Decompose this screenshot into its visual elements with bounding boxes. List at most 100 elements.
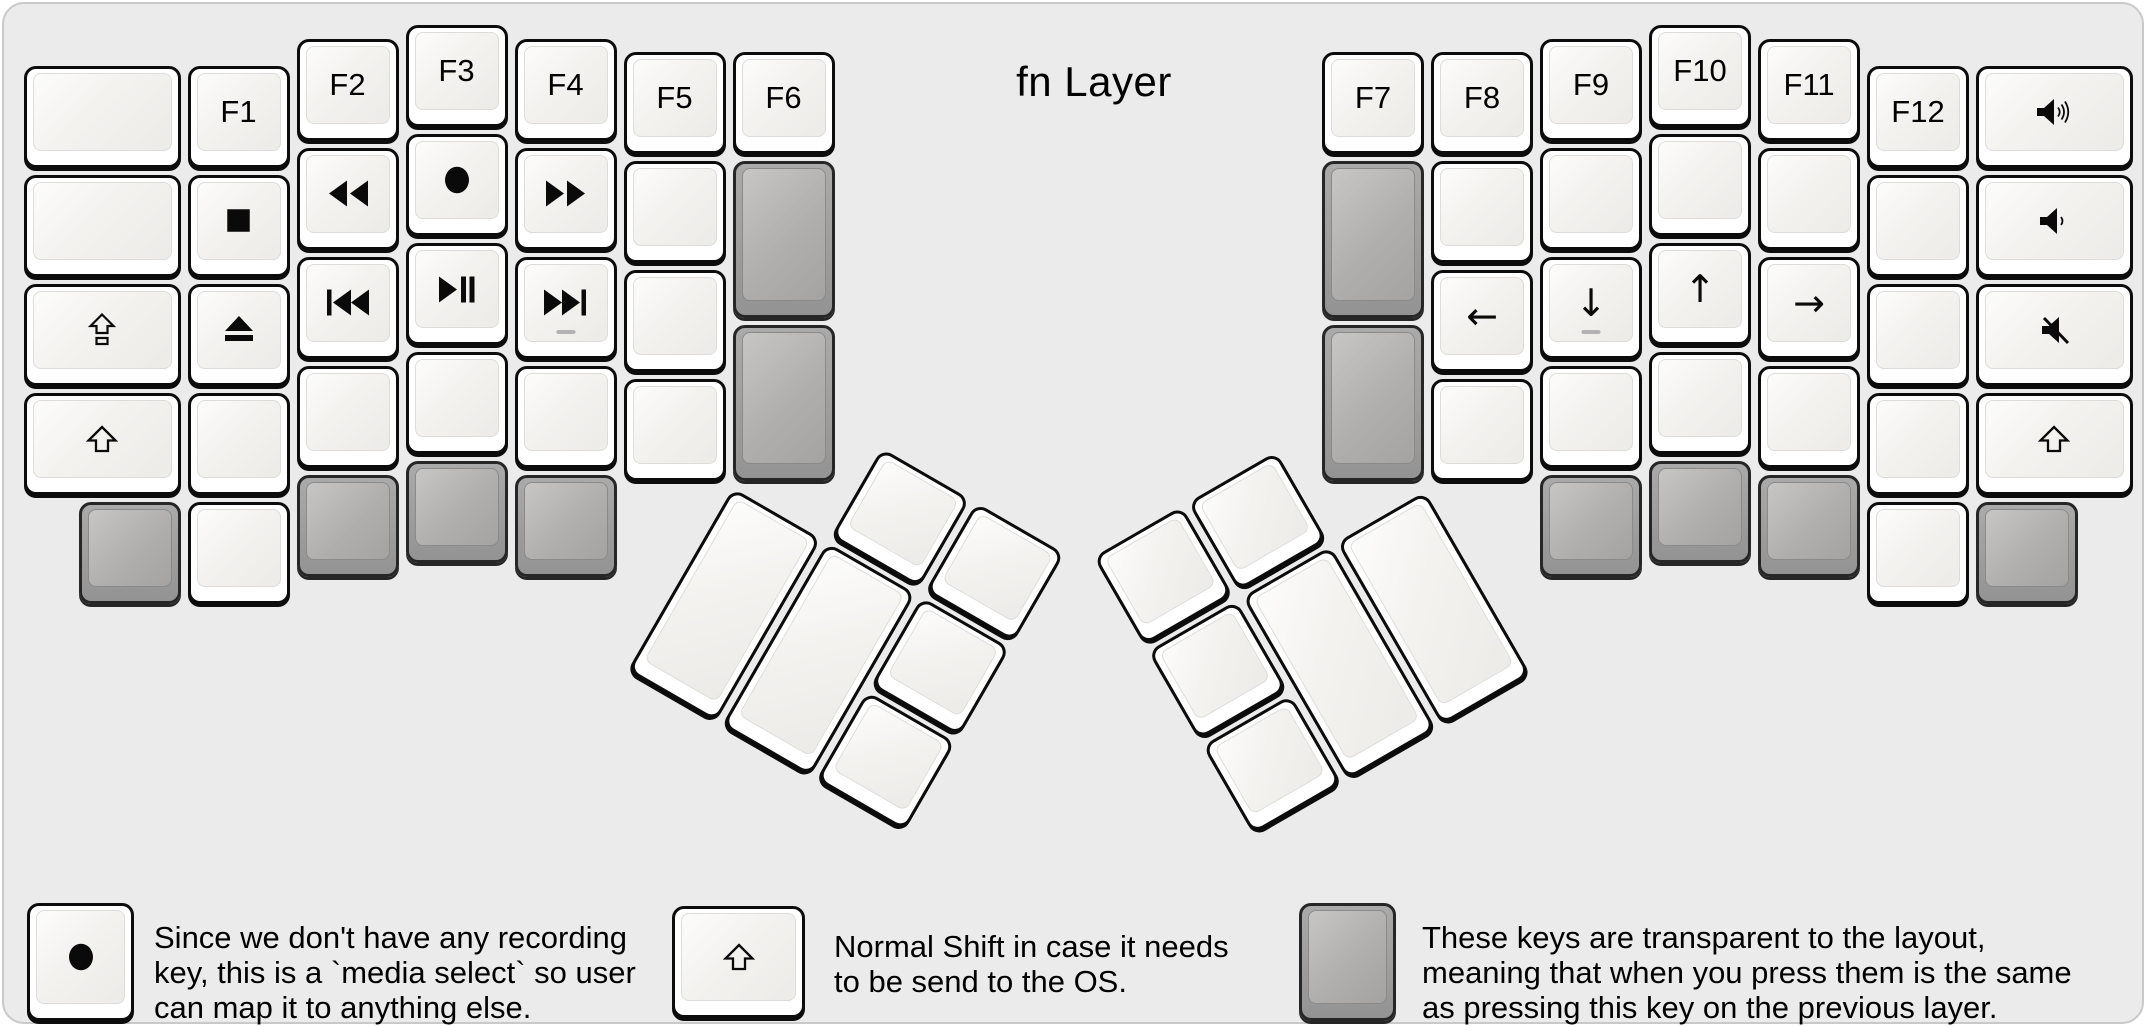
key-f3[interactable]: F3	[405, 25, 508, 127]
key-transparent[interactable]	[514, 474, 617, 577]
arrow-right-icon: →	[1793, 280, 1825, 325]
keycap-surface	[196, 508, 281, 587]
key-label: F10	[1673, 53, 1727, 88]
key-blank[interactable]	[623, 379, 726, 482]
key-media-stop[interactable]	[187, 174, 290, 277]
key-blank[interactable]	[24, 174, 181, 277]
key-f9[interactable]: F9	[1540, 38, 1642, 141]
key-blank[interactable]	[405, 352, 508, 454]
key-blank[interactable]	[1540, 365, 1642, 468]
key-transparent[interactable]	[405, 461, 508, 563]
key-blank[interactable]	[1867, 174, 1969, 277]
key-blank[interactable]	[1758, 147, 1860, 250]
key-blank[interactable]	[296, 365, 399, 468]
keycap-surface: F9	[1549, 45, 1633, 124]
key-blank[interactable]	[1649, 134, 1751, 236]
key-previous-track[interactable]	[296, 256, 399, 359]
keycap-surface: ↑	[1658, 250, 1742, 328]
keycap-surface	[832, 702, 944, 812]
key-next-track[interactable]	[514, 256, 617, 359]
key-f1[interactable]: F1	[187, 65, 290, 168]
key-f11[interactable]: F11	[1758, 38, 1860, 141]
key-blank[interactable]	[1649, 352, 1751, 454]
key-arrow-down[interactable]: ↓	[1540, 256, 1642, 359]
key-label: F9	[1572, 66, 1610, 102]
ff-icon	[545, 180, 587, 207]
key-eject[interactable]	[187, 283, 290, 386]
keycap-surface: F10	[1658, 32, 1742, 110]
key-f12[interactable]: F12	[1867, 65, 1969, 168]
key-volume-down[interactable]	[1976, 174, 2133, 277]
key-f6[interactable]: F6	[732, 52, 835, 155]
key-blank[interactable]	[514, 365, 617, 468]
keycap-surface	[1104, 516, 1217, 627]
keycap-surface	[1658, 141, 1742, 219]
key-shift[interactable]	[1976, 392, 2133, 495]
key-arrow-right[interactable]: →	[1758, 256, 1860, 359]
key-f4[interactable]: F4	[514, 38, 617, 141]
key-arrow-up[interactable]: ↑	[1649, 243, 1751, 345]
keycap-surface	[1658, 468, 1742, 546]
key-f7[interactable]: F7	[1322, 52, 1424, 155]
keycap-surface	[1985, 508, 2069, 587]
key-transparent[interactable]	[1540, 474, 1642, 577]
key-shift[interactable]	[24, 392, 181, 495]
key-fast-forward[interactable]	[514, 147, 617, 250]
key-blank[interactable]	[1867, 501, 1969, 604]
key-f2[interactable]: F2	[296, 38, 399, 141]
keycap-surface	[1159, 611, 1271, 721]
key-transparent[interactable]	[1976, 501, 2078, 604]
key-blank[interactable]	[1431, 379, 1533, 482]
keycap-surface	[87, 508, 172, 587]
key-blank[interactable]	[1540, 147, 1642, 250]
keycap-surface	[941, 513, 1053, 623]
key-f8[interactable]: F8	[1431, 52, 1533, 155]
mute-icon	[2034, 315, 2074, 345]
key-rewind[interactable]	[296, 147, 399, 250]
key-f10[interactable]: F10	[1649, 25, 1751, 127]
key-blank[interactable]	[24, 65, 181, 168]
key-mute[interactable]	[1976, 283, 2133, 386]
keycap-surface: F6	[741, 59, 826, 138]
keycap-surface	[1985, 72, 2124, 151]
key-label: F7	[1354, 80, 1392, 116]
keycap-surface	[1876, 508, 1960, 587]
key-transparent[interactable]	[732, 324, 835, 482]
key-transparent[interactable]	[732, 161, 835, 318]
key-play-pause[interactable]	[405, 243, 508, 345]
keycap-surface	[414, 468, 499, 546]
key-blank[interactable]	[1867, 283, 1969, 386]
key-transparent[interactable]	[78, 501, 181, 604]
keycap-surface	[33, 181, 172, 260]
keycap-surface	[1658, 359, 1742, 437]
key-blank[interactable]	[187, 501, 290, 604]
capslock-icon	[87, 312, 117, 347]
key-blank[interactable]	[1867, 392, 1969, 495]
record-icon	[442, 165, 472, 195]
key-caps-lock[interactable]	[24, 283, 181, 386]
legend-line: meaning that when you press them is the …	[1422, 955, 2072, 990]
key-transparent[interactable]	[296, 474, 399, 577]
key-transparent[interactable]	[1322, 324, 1424, 482]
playpause-icon	[438, 276, 476, 303]
keycap-surface	[33, 399, 172, 478]
key-blank[interactable]	[1758, 365, 1860, 468]
record-icon	[66, 942, 96, 972]
key-media-select-record[interactable]	[405, 134, 508, 236]
keycap-surface	[1985, 399, 2124, 478]
key-blank[interactable]	[187, 392, 290, 495]
key-blank[interactable]	[623, 270, 726, 373]
key-label: F12	[1891, 93, 1945, 129]
key-volume-up[interactable]	[1976, 65, 2133, 168]
key-blank[interactable]	[1431, 161, 1533, 264]
keycap-surface	[36, 910, 125, 1004]
key-transparent[interactable]	[1649, 461, 1751, 563]
keycap-surface	[1549, 372, 1633, 451]
key-transparent[interactable]	[1322, 161, 1424, 318]
keycap-surface	[1767, 154, 1851, 233]
key-blank[interactable]	[623, 161, 726, 264]
key-f5[interactable]: F5	[623, 52, 726, 155]
key-transparent[interactable]	[1758, 474, 1860, 577]
key-arrow-left[interactable]: ←	[1431, 270, 1533, 373]
